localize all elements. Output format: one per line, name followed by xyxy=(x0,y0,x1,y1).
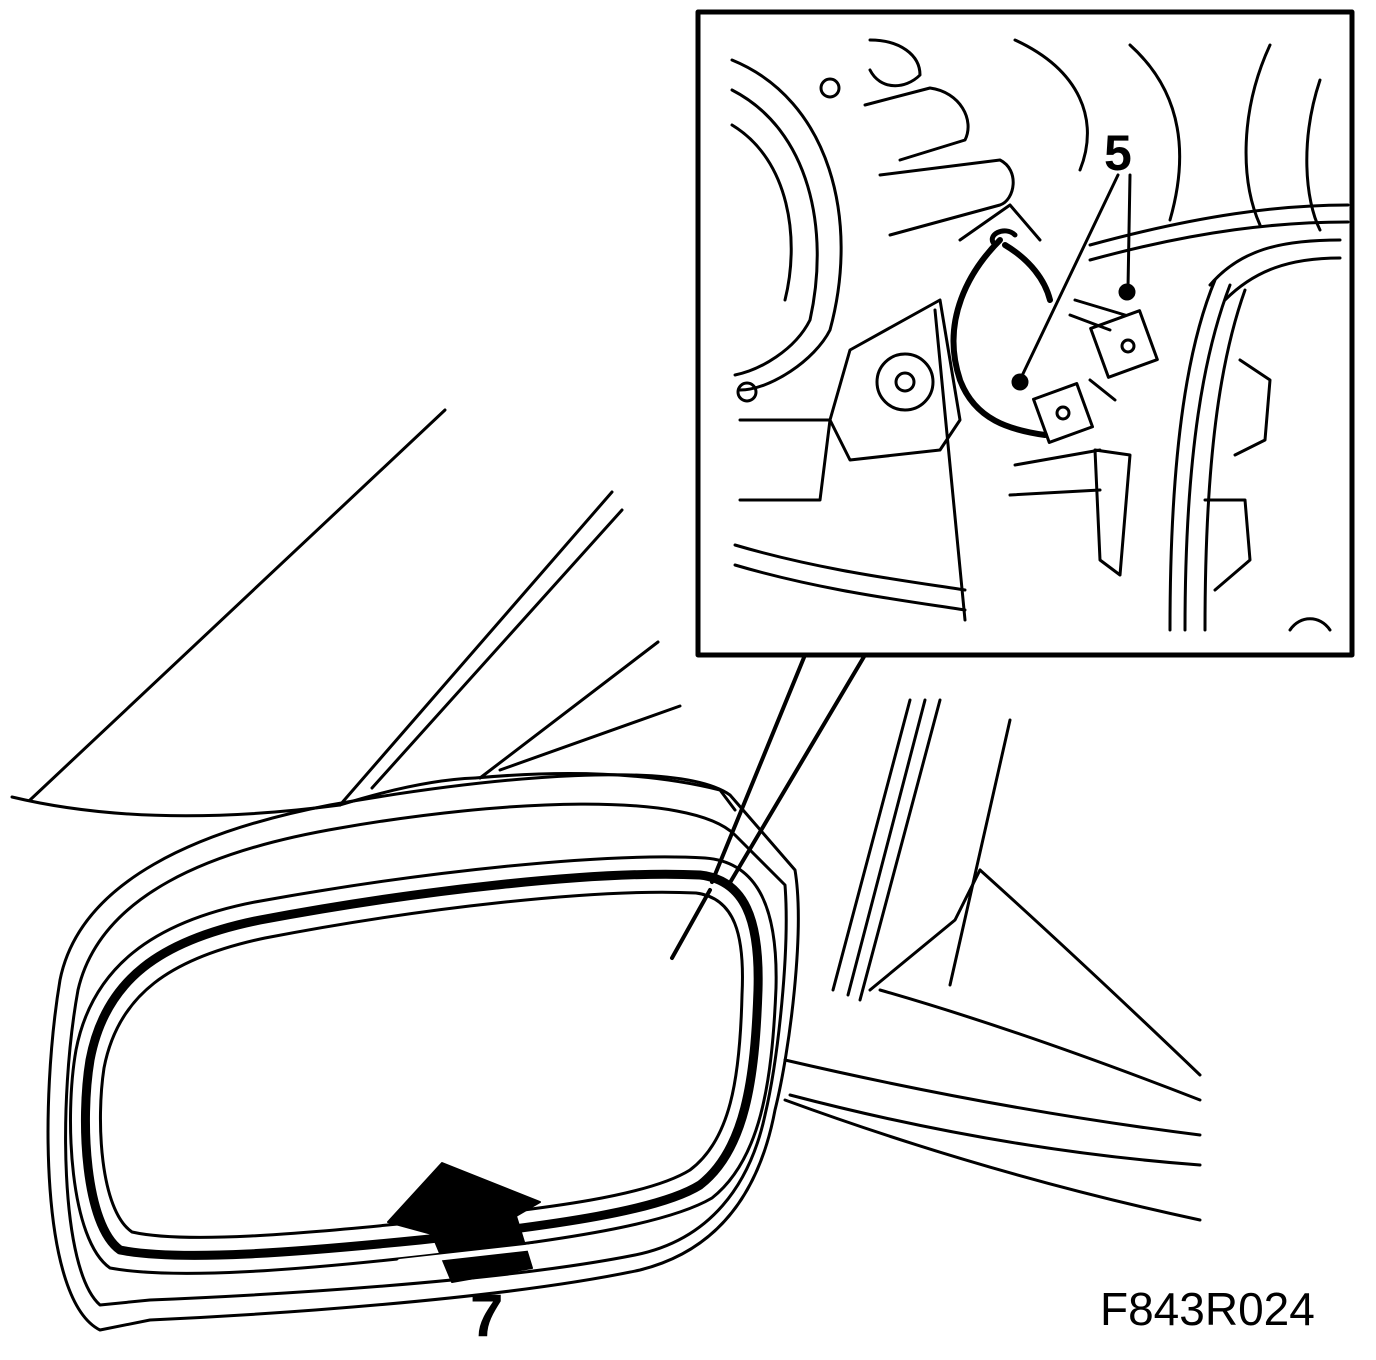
callout-5-label: 5 xyxy=(1104,125,1132,181)
inset-leader-lines xyxy=(670,653,867,960)
door-frame-lines xyxy=(783,698,1202,1222)
car-body-lines xyxy=(10,408,682,818)
push-arrow-icon xyxy=(387,1162,563,1283)
figure-code: F843R024 xyxy=(1100,1283,1315,1335)
inset-detail xyxy=(695,9,1355,658)
callout-7-label: 7 xyxy=(470,1282,504,1349)
